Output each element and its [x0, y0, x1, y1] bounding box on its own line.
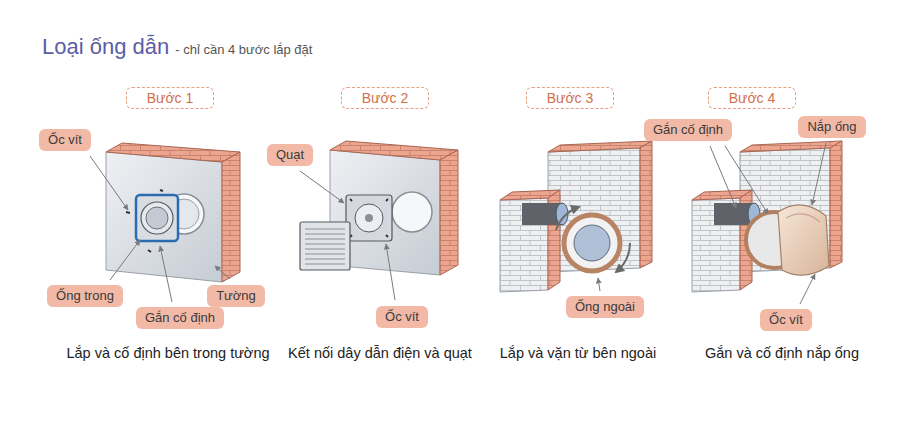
fan-grille	[300, 222, 350, 270]
outside-wall-step-4	[692, 141, 842, 292]
grille-slats	[305, 229, 345, 264]
callout-label: Ốc vít	[769, 312, 803, 328]
leader-line	[812, 143, 826, 205]
fan-plate	[346, 195, 392, 241]
wall-top	[740, 141, 842, 152]
callout-label: Ốc vít	[48, 132, 82, 148]
leader-line	[110, 240, 140, 280]
callout-label: Tường	[216, 288, 256, 304]
callout-box: Ốc vít	[376, 306, 428, 328]
fan-hub	[365, 214, 373, 222]
screws	[126, 190, 163, 252]
wall-side	[222, 152, 240, 282]
step-label: Bước 1	[147, 90, 194, 107]
callout-box: Quạt	[267, 144, 313, 166]
leader-line	[300, 171, 344, 203]
wall-top	[548, 141, 652, 152]
wall-step-2	[300, 141, 458, 275]
step-box: Bước 4	[708, 87, 797, 110]
leader-line	[160, 246, 172, 302]
callout-label: Quạt	[276, 147, 304, 163]
callout-box: Ốc vít	[760, 309, 812, 331]
step-label: Bước 3	[547, 90, 594, 107]
outer-pipe	[564, 215, 620, 271]
fixing-frame	[136, 195, 178, 241]
outside-wall-step-3	[500, 141, 652, 292]
wall-side	[640, 141, 652, 268]
wall-top	[106, 143, 240, 162]
fan-rotor	[355, 204, 383, 232]
callout-label: Ống trong	[56, 288, 114, 304]
subtitle: - chỉ cần 4 bước lắp đặt	[175, 42, 312, 58]
leader-line	[215, 266, 230, 279]
wall-side	[440, 150, 458, 275]
callout-box: Ống ngoài	[566, 296, 644, 318]
callout-box: Tường	[207, 285, 265, 307]
step-label: Bước 4	[729, 90, 776, 107]
step-caption: Gắn và cố định nắp ống	[705, 345, 859, 362]
pipe-cap	[778, 205, 829, 275]
step-box: Bước 2	[341, 87, 430, 110]
leader-line	[725, 146, 768, 214]
inner-pipe	[141, 202, 173, 234]
step-caption: Lắp và cố định bên trong tường	[66, 345, 269, 362]
wall-top	[330, 141, 458, 160]
callout-label: Ống ngoài	[575, 299, 635, 315]
screws	[350, 199, 388, 237]
wall-side	[830, 141, 842, 268]
leader-line	[90, 156, 128, 210]
rotate-arrow	[616, 243, 630, 272]
step-caption: Kết nối dây dẫn điện và quạt	[288, 345, 472, 362]
wall-step-1	[106, 143, 240, 282]
callout-box: Gắn cố định	[644, 119, 732, 141]
callout-label: Gắn cố định	[653, 122, 723, 138]
wall-opening	[392, 192, 432, 232]
callout-box: Nắp ống	[798, 116, 865, 138]
step-box: Bước 1	[126, 87, 215, 110]
leader-line	[710, 146, 736, 208]
leader-line	[386, 244, 395, 300]
callout-label: Ốc vít	[385, 309, 419, 325]
callout-label: Nắp ống	[807, 119, 856, 135]
callout-box: Gắn cố định	[136, 307, 224, 329]
diagram-title: Loại ống dẫn	[42, 34, 169, 60]
cap-shade	[786, 214, 820, 222]
outer-pipe-bore	[574, 225, 610, 261]
step-box: Bước 3	[526, 87, 615, 110]
wall-face	[548, 148, 640, 272]
callout-box: Ốc vít	[39, 129, 91, 151]
rotate-arrow	[556, 207, 579, 230]
callout-label: Gắn cố định	[145, 310, 215, 326]
step-caption: Lắp và vặn từ bên ngoài	[500, 345, 656, 362]
leader-line	[800, 274, 815, 304]
step-label: Bước 2	[362, 90, 409, 107]
leader-line	[598, 278, 600, 291]
inner-pipe-bore	[146, 207, 168, 229]
callout-box: Ống trong	[47, 285, 123, 307]
